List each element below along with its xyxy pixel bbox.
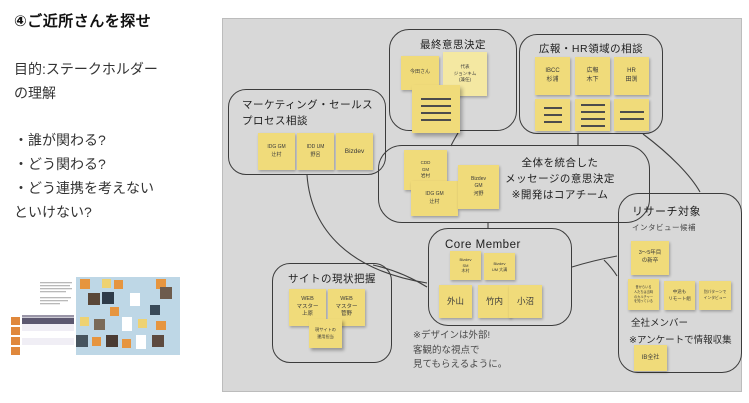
group-subtitle: インタビュー候補 bbox=[632, 223, 696, 232]
group-final-decision: 最終意思決定 今田さん 代表 ジョンキム (兼任) bbox=[389, 29, 517, 133]
sticky-note: 別パターンで インタビュー bbox=[699, 281, 731, 310]
sticky-note: 広報 木下 bbox=[575, 57, 610, 95]
sticky-note: IDG GM 辻村 bbox=[258, 133, 295, 170]
text-lines-glyph bbox=[619, 110, 644, 120]
sticky-note: IBCC 杉浦 bbox=[535, 57, 570, 95]
sticky-note: 昔からいる 人たちは当時 のカルチャー を知っている bbox=[628, 279, 659, 310]
workshop-thumbnail-image bbox=[10, 277, 180, 357]
sticky-note: 現サイトの 運用担当 bbox=[309, 319, 342, 348]
page-title: ④ご近所さんを探せ bbox=[14, 13, 152, 30]
group-title: リサーチ対象 bbox=[632, 206, 701, 218]
group-marketing-sales: マーケティング・セールス プロセス相談 IDG GM 辻村 IDD UM 野呂 … bbox=[228, 89, 386, 175]
group-title: マーケティング・セールス プロセス相談 bbox=[242, 99, 374, 127]
research-note: ※アンケートで情報収集 bbox=[629, 335, 732, 346]
group-unified-message: 全体を統合した メッセージの意思決定 ※開発はコアチーム CDD GM 岩村 I… bbox=[378, 145, 650, 223]
sticky-note-document bbox=[412, 85, 460, 133]
sticky-note-document bbox=[575, 99, 610, 131]
group-title: Core Member bbox=[445, 239, 521, 251]
sticky-note-document bbox=[614, 99, 649, 131]
sticky-note: 外山 bbox=[439, 285, 472, 318]
group-title: 広報・HR領域の相談 bbox=[538, 43, 644, 55]
sticky-note: IDG GM 辻村 bbox=[411, 181, 458, 216]
group-core-member: Core Member Bizdev SM 木村 Bizdev UM 大溝 外山… bbox=[428, 228, 572, 326]
sticky-note: Bizdev GM 河野 bbox=[458, 165, 499, 209]
group-site-status: サイトの現状把握 WEB マスター 上原 WEB マスター 菅野 現サイトの 運… bbox=[272, 263, 392, 363]
sticky-note: IDD UM 野呂 bbox=[297, 133, 334, 170]
group-title: サイトの現状把握 bbox=[288, 273, 376, 285]
research-note: 全社メンバー bbox=[631, 318, 689, 329]
group-title: 全体を統合した メッセージの意思決定 ※開発はコアチーム bbox=[505, 157, 615, 201]
text-lines-glyph bbox=[421, 97, 451, 121]
text-lines-glyph bbox=[580, 103, 605, 127]
sticky-note: 今田さん bbox=[401, 56, 439, 90]
sticky-note: HR 田渕 bbox=[614, 57, 649, 95]
sticky-note: IB全社 bbox=[634, 345, 667, 371]
sticky-note: 3〜5年目 の新卒 bbox=[631, 241, 669, 275]
group-research-target: リサーチ対象 インタビュー候補 3〜5年目 の新卒 昔からいる 人たちは当時 の… bbox=[618, 193, 742, 373]
bullet-list: ・誰が関わる? ・どう関わる? ・どう連携を考えない といけない? bbox=[14, 132, 154, 221]
whiteboard-canvas: 最終意思決定 今田さん 代表 ジョンキム (兼任) 広報・HR領域の相談 IBC… bbox=[222, 18, 742, 392]
sticky-note: Bizdev bbox=[336, 133, 373, 170]
sticky-note-document bbox=[535, 99, 570, 131]
sticky-note: 小沼 bbox=[509, 285, 542, 318]
sticky-note: Bizdev UM 大溝 bbox=[484, 253, 515, 280]
sticky-note: WEB マスター 上原 bbox=[289, 289, 326, 326]
text-lines-glyph bbox=[543, 107, 562, 123]
purpose-text: 目的:ステークホルダー の理解 bbox=[14, 61, 158, 101]
sticky-note: 竹内 bbox=[478, 285, 511, 318]
design-note: ※デザインは外部! 客観的な視点で 見てもらえるように。 bbox=[413, 330, 508, 371]
group-title: 最終意思決定 bbox=[420, 39, 486, 51]
sticky-note: Bizdev SM 木村 bbox=[450, 251, 481, 280]
group-pr-hr: 広報・HR領域の相談 IBCC 杉浦 広報 木下 HR 田渕 bbox=[519, 34, 663, 134]
sidebar: ④ご近所さんを探せ 目的:ステークホルダー の理解 ・誰が関わる? ・どう関わる… bbox=[14, 10, 214, 220]
sticky-note: 中途も リモート組 bbox=[664, 281, 695, 310]
